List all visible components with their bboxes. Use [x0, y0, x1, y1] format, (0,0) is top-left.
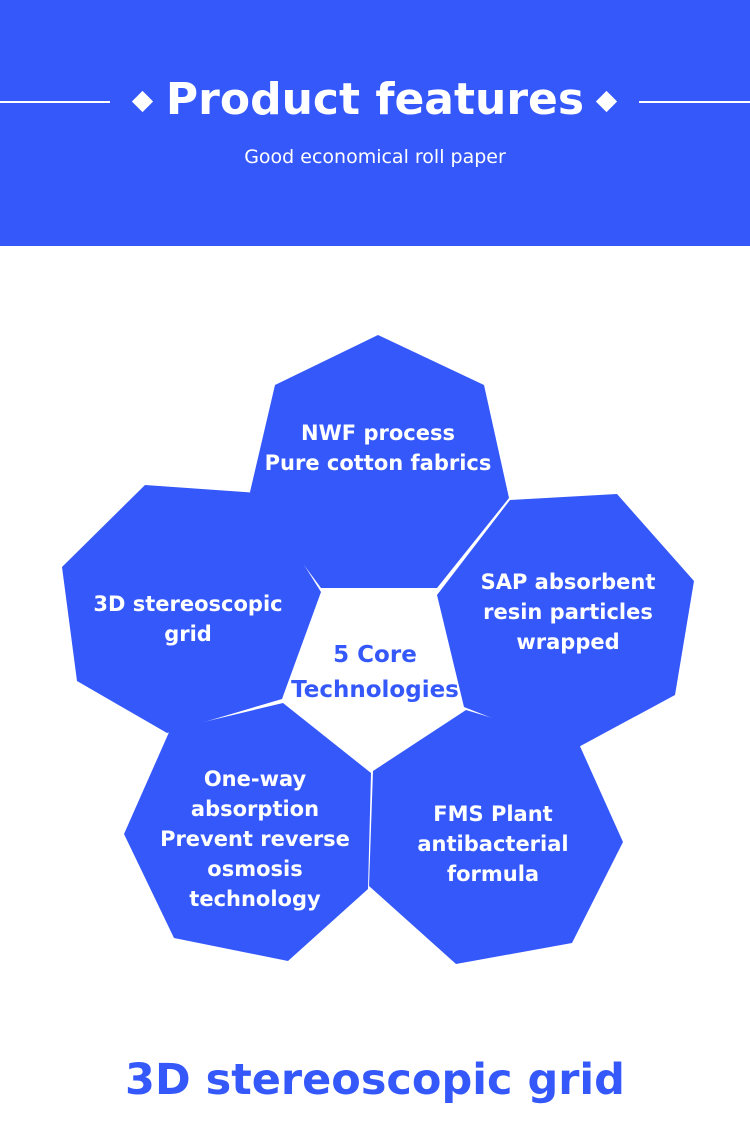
- header-divider-left: [0, 101, 110, 103]
- heptagon-fms: [369, 710, 623, 964]
- page-title: Product features: [165, 74, 585, 125]
- center-label: 5 Core Technologies: [291, 642, 459, 703]
- heptagon-cluster: [62, 335, 694, 964]
- header-divider-right: [639, 101, 750, 103]
- feature-label-grid: 3D stereoscopic grid: [93, 592, 283, 646]
- header-banner: Product features Good economical roll pa…: [0, 0, 750, 246]
- section-title: 3D stereoscopic grid: [125, 1055, 625, 1105]
- feature-label-fms: FMS Plant antibacterial formula: [417, 802, 569, 886]
- heptagon-sap: [437, 494, 694, 750]
- core-technologies-diagram: NWF process Pure cotton fabrics SAP abso…: [0, 246, 750, 1006]
- page-subtitle: Good economical roll paper: [244, 146, 506, 168]
- feature-label-nwf: NWF process Pure cotton fabrics: [264, 421, 492, 475]
- feature-label-sap: SAP absorbent resin particles wrapped: [480, 570, 656, 654]
- feature-label-one-way: One-way absorption Prevent reverse osmos…: [160, 767, 350, 911]
- heptagon-one-way: [124, 703, 371, 961]
- heptagon-grid: [62, 485, 321, 733]
- heptagon-nwf: [250, 335, 509, 588]
